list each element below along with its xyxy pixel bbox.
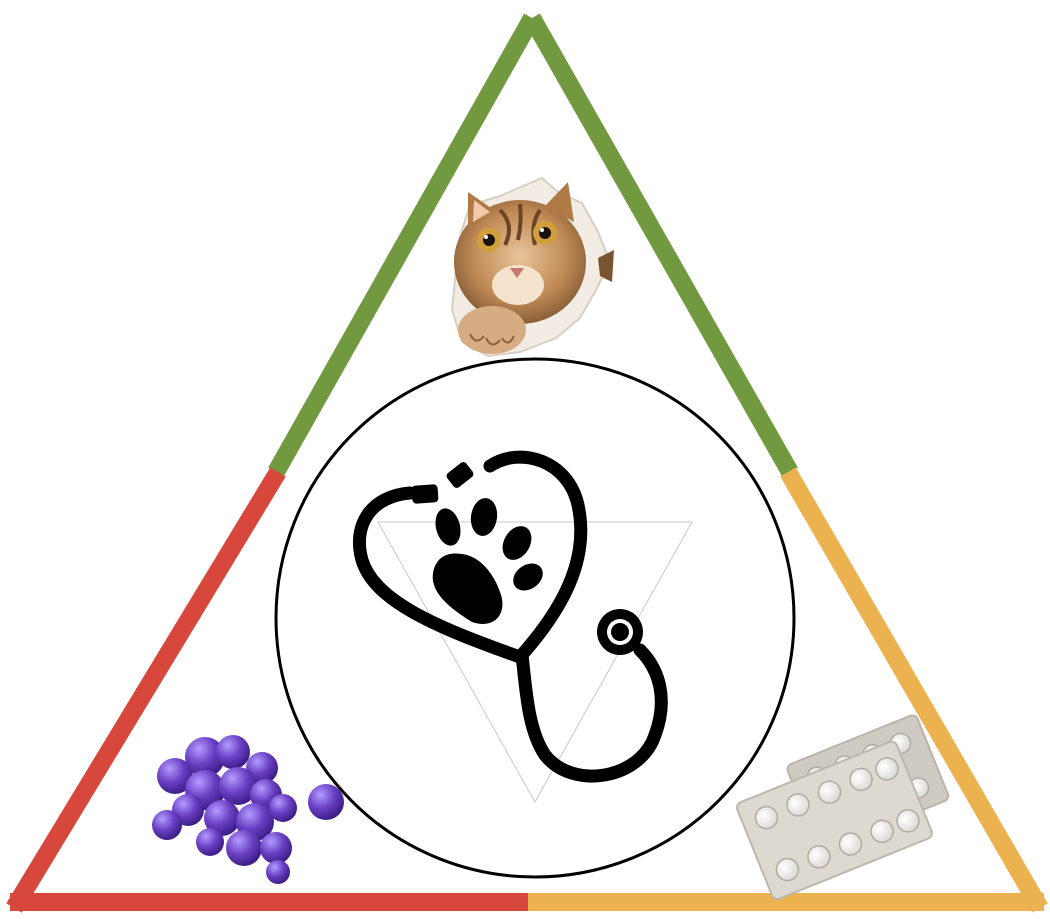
center-circle — [276, 359, 794, 877]
pill-blister-pack-icon — [735, 714, 950, 901]
cat-peeking-icon — [452, 178, 614, 356]
